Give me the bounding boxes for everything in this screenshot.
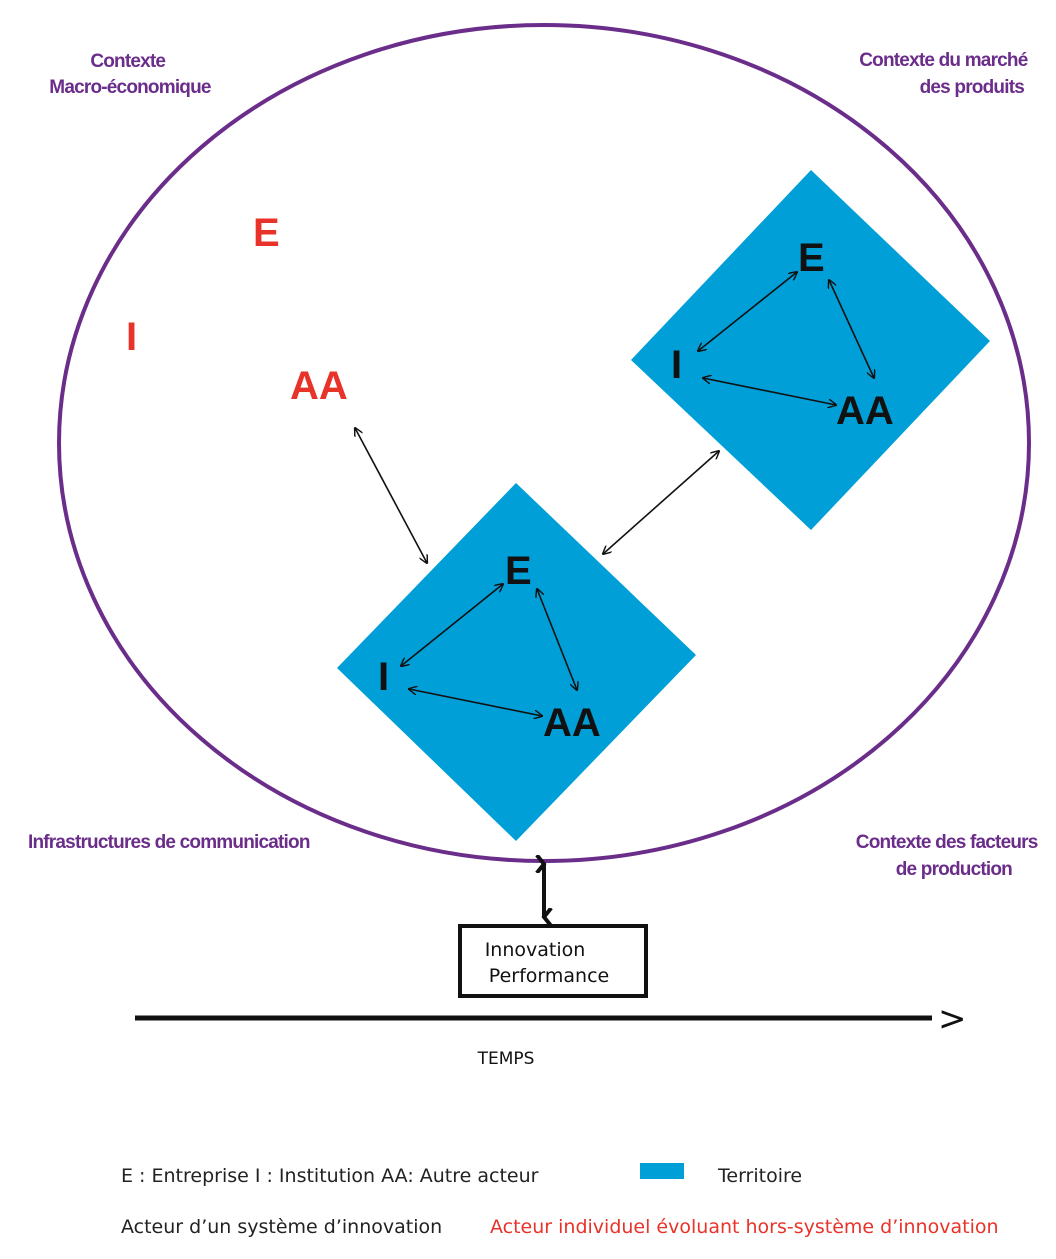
legend-abbreviations: E : Entreprise I : Institution AA: Autre… [121,1165,539,1187]
context-market-label: Contexte du marché des produits [859,50,1032,98]
t2-arrow-i-aa [703,378,836,405]
territory-1-actor-e: E [505,549,532,593]
territory-2 [631,170,990,530]
t1-arrow-i-e [401,584,503,666]
innovation-label: Innovation [485,939,586,961]
t2-arrow-e-aa [829,280,874,378]
time-axis-label: TEMPS [477,1049,535,1069]
territory-1 [337,483,696,841]
outside-actor-e: E [253,211,280,255]
legend-system-actor: Acteur d’un système d’innovation [121,1216,442,1238]
arrow-territory-1-territory-2 [603,451,719,554]
territory-2-actor-aa: AA [836,389,894,433]
arrow-outside-aa-territory-1 [355,428,427,563]
context-factors-label: Contexte des facteurs de production [856,832,1042,880]
legend-territory-swatch [640,1163,684,1179]
outside-actor-aa: AA [290,364,348,408]
territory-2-actor-e: E [798,236,825,280]
legend-outside-actor: Acteur individuel évoluant hors-système … [490,1216,999,1238]
territory-1-actor-i: I [378,655,389,699]
context-infra-label: Infrastructures de communication [28,832,310,853]
t2-arrow-i-e [698,272,797,351]
legend-territory-label: Territoire [717,1165,802,1187]
territory-1-actor-aa: AA [543,701,601,745]
t1-arrow-i-aa [409,689,542,716]
territory-2-actor-i: I [671,343,682,387]
context-macro-label: Contexte Macro-économique [49,51,211,98]
t1-arrow-e-aa [537,589,577,690]
time-axis-arrowhead: > [938,999,967,1039]
outside-actor-i: I [126,315,137,359]
innovation-performance-box [458,924,648,998]
performance-label: Performance [489,965,609,987]
